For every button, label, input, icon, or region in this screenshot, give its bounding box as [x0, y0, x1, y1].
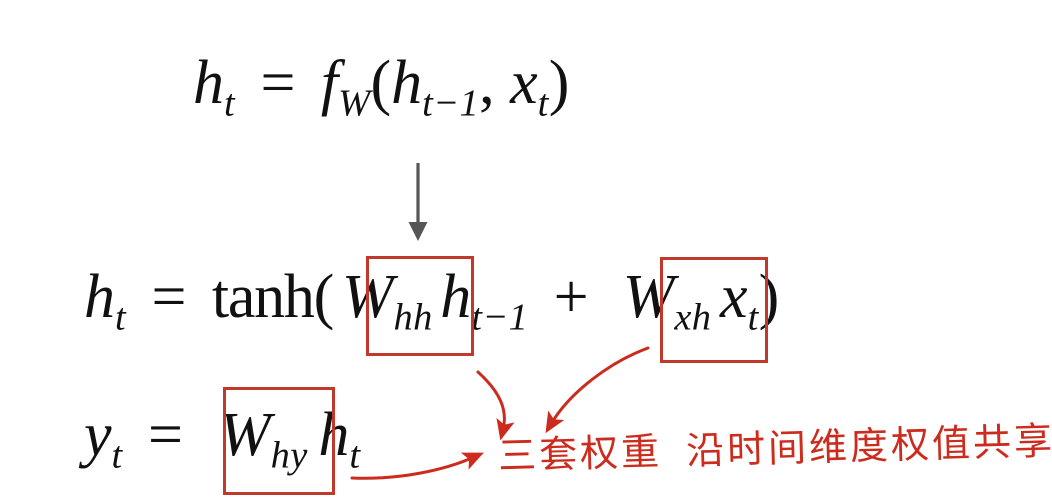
arrow-from-whh	[476, 370, 515, 441]
eq1-arg2-subscript: t	[537, 82, 549, 125]
eq1-close-paren: )	[548, 49, 570, 117]
eq3-lhs-variable: y	[84, 401, 112, 469]
eq2-wxh-symbol: W	[622, 263, 675, 331]
eq3-term3-subscript: t	[349, 434, 361, 477]
eq2-lhs-variable: h	[84, 263, 115, 331]
arrow-from-wxh	[545, 346, 650, 434]
eq2-wxh-subscript: xh	[674, 296, 712, 339]
highlight-box-wxh[interactable]	[660, 257, 768, 363]
eq1-arg2-variable: x	[510, 49, 538, 117]
eq1-arg1-variable: h	[391, 49, 423, 117]
eq1-equals-sign: =	[260, 49, 296, 117]
eq1-function-name: f	[320, 49, 339, 117]
eq2-tanh-operator: tanh	[211, 263, 315, 331]
eq2-term1-variable: h	[440, 263, 472, 331]
eq2-lhs-subscript: t	[115, 296, 127, 339]
eq2-open-paren: (	[313, 263, 335, 331]
eq2-equals-sign: =	[151, 263, 187, 331]
annotation-note-three-weight-sets: 三套权重	[497, 429, 663, 478]
eq2-term2-subscript: t	[747, 296, 759, 339]
eq1-function-subscript: W	[338, 82, 371, 125]
eq1-lhs-subscript: t	[224, 82, 236, 125]
eq2-term1-subscript: t−1	[471, 296, 529, 339]
eq1-open-paren: (	[370, 49, 392, 117]
highlight-box-whh[interactable]	[366, 256, 474, 356]
eq3-why-symbol: W	[219, 401, 271, 469]
eq1-comma: ,	[479, 49, 495, 117]
eq3-lhs-subscript: t	[111, 434, 123, 477]
eq3-weight-why[interactable]: Why	[208, 404, 318, 475]
eq2-weight-wxh[interactable]: Wxh	[614, 266, 720, 337]
eq2-term2-variable: x	[720, 263, 748, 331]
arrow-from-why	[350, 452, 484, 480]
eq1-lhs-variable: h	[193, 49, 224, 117]
eq2-whh-subscript: hh	[393, 296, 433, 339]
equation-h-t-definition: ht = fW(ht−1, xt)	[193, 52, 569, 123]
annotation-note-weight-sharing: 沿时间维度权值共享	[685, 418, 1052, 473]
eq1-arg1-subscript: t−1	[422, 82, 480, 125]
eq3-why-subscript: hy	[270, 434, 308, 477]
eq3-equals-sign: =	[148, 401, 183, 469]
eq2-close-paren: )	[758, 263, 780, 331]
highlight-box-why[interactable]	[223, 387, 335, 495]
eq2-plus-sign: +	[553, 263, 589, 331]
